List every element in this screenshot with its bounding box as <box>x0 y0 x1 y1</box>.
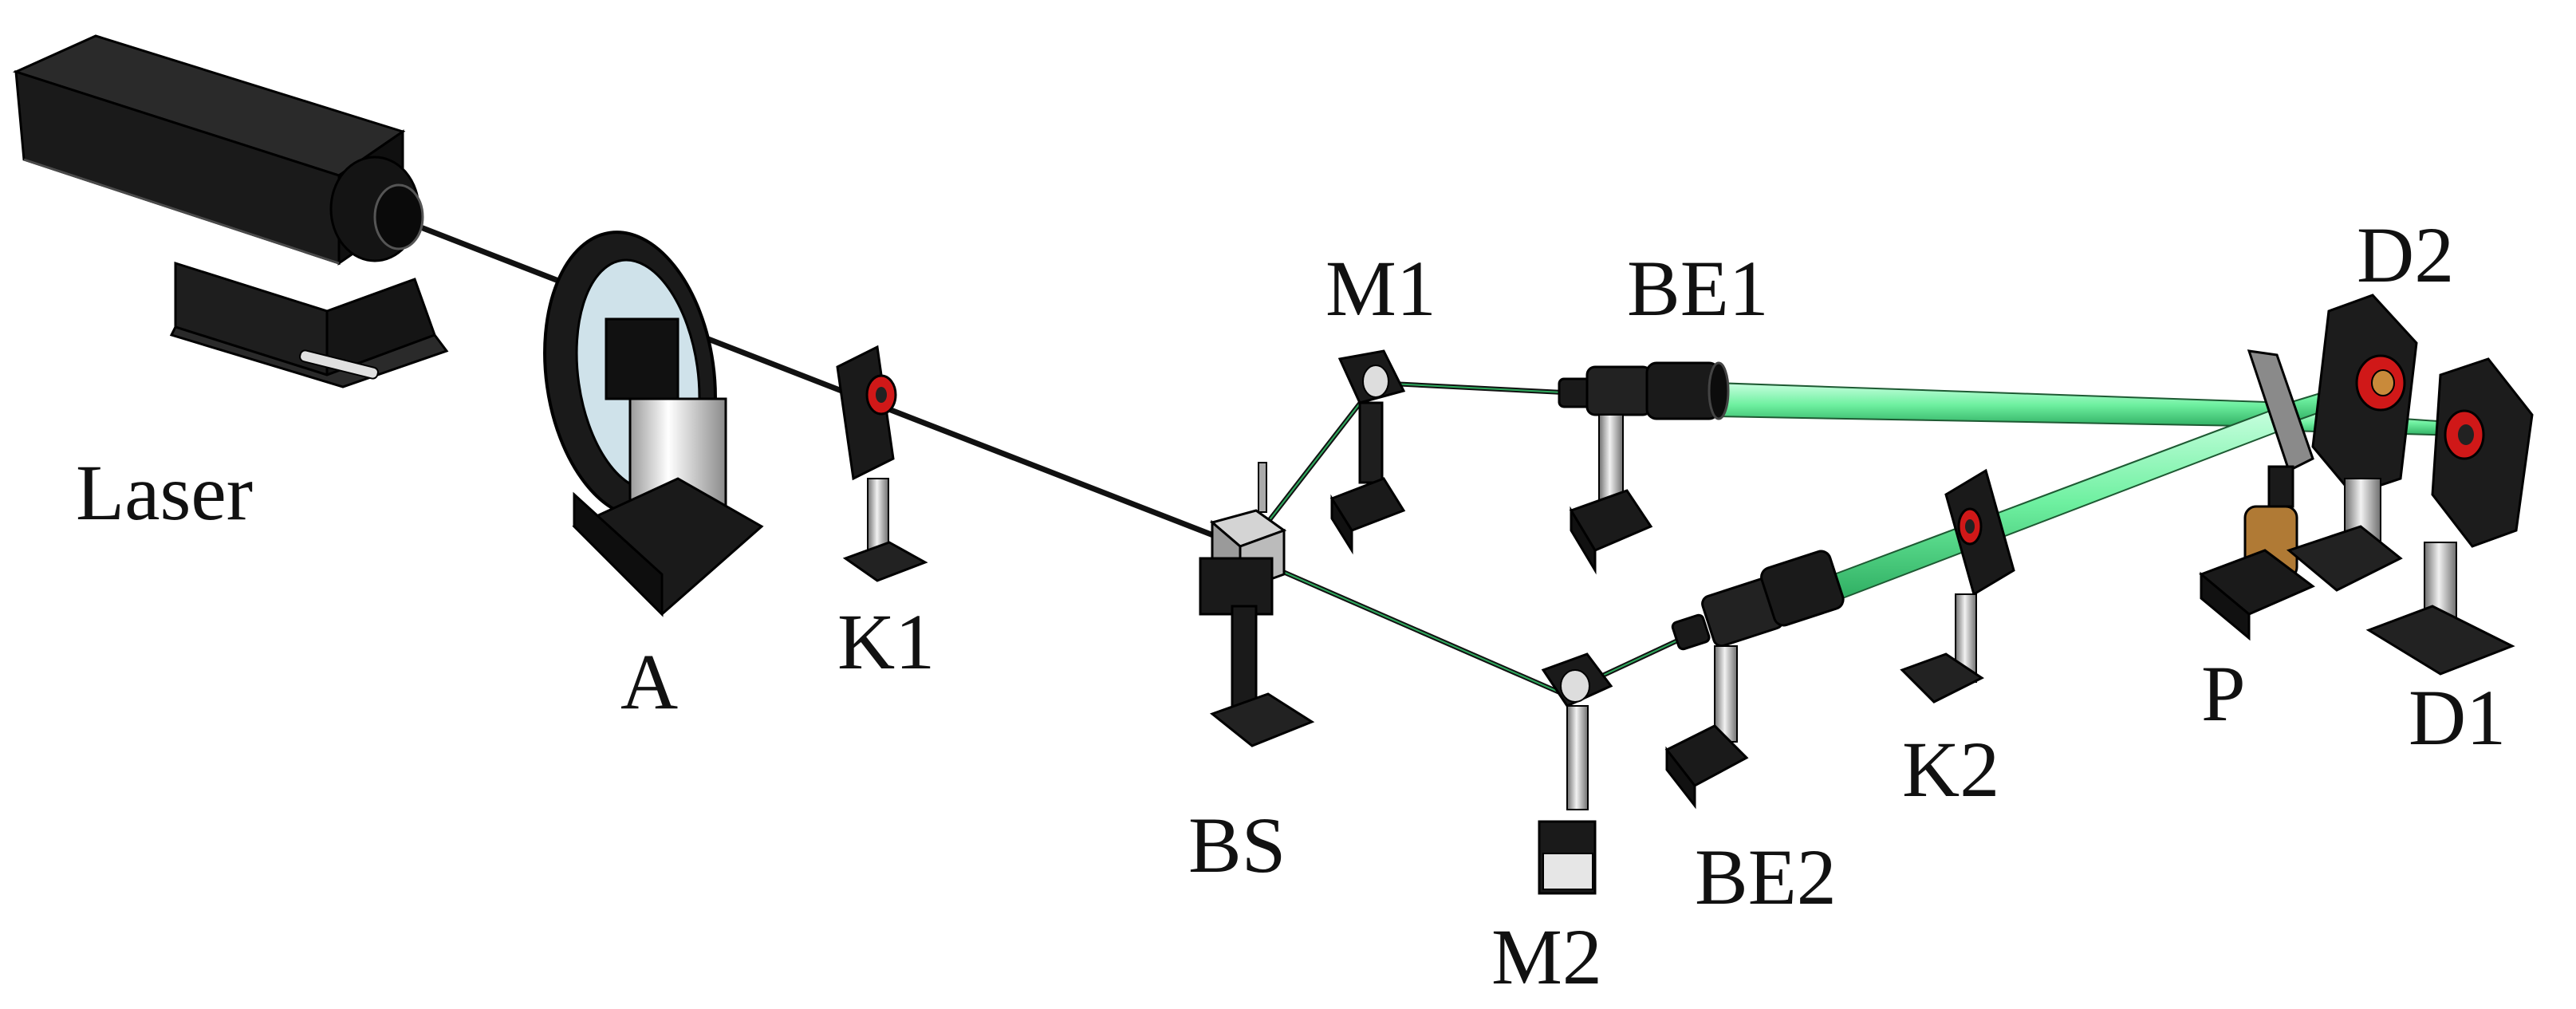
iris-k1 <box>836 345 928 582</box>
label-d2: D2 <box>2357 211 2455 299</box>
beam-expander-be2 <box>1664 550 1845 810</box>
iris-k2 <box>1900 468 2015 704</box>
label-k1: K1 <box>837 597 935 686</box>
combining-plate <box>2247 349 2314 473</box>
label-d1: D1 <box>2409 673 2507 762</box>
beam-m1-to-be1 <box>1375 380 1564 395</box>
label-be2: BE2 <box>1695 833 1837 921</box>
beam-splitter-bs <box>1199 462 1315 747</box>
beam-expander-be1 <box>1558 361 1730 575</box>
mirror-m2 <box>1538 652 1613 895</box>
label-m1: M1 <box>1325 244 1436 333</box>
detector-d1 <box>2365 357 2534 676</box>
label-p: P <box>2201 649 2246 738</box>
label-be1: BE1 <box>1627 244 1769 333</box>
polarizer-p <box>2199 465 2315 641</box>
attenuator-a <box>543 231 764 617</box>
label-a: A <box>620 637 679 726</box>
expanded-beam-1 <box>1714 381 2290 428</box>
label-m2: M2 <box>1491 912 1602 1001</box>
label-bs: BS <box>1188 801 1286 889</box>
label-k2: K2 <box>1902 725 2000 814</box>
beam-bs-to-m2 <box>1251 556 1565 696</box>
label-laser: Laser <box>76 448 254 537</box>
beam-bs-to-m1 <box>1250 381 1378 544</box>
laser-head <box>12 34 449 388</box>
mirror-m1 <box>1329 349 1406 555</box>
laser-beam-main <box>413 222 1254 554</box>
detector-d2 <box>2286 294 2418 592</box>
